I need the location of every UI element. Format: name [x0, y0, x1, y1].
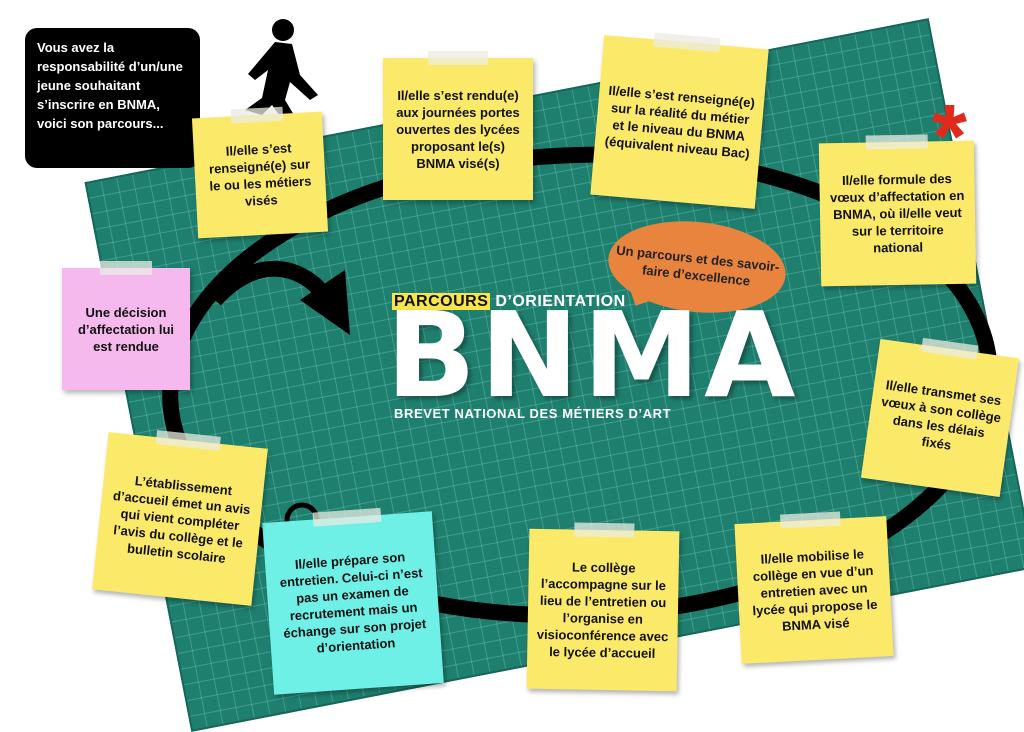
step-note-8: Il/elle prépare son entretien. Celui-ci … [262, 511, 444, 695]
step-note-7: Le collège l’accompagne sur le lieu de l… [526, 528, 680, 692]
asterisk-icon: * [932, 87, 968, 187]
step-note-9: L’établissement d’accueil émet un avis q… [92, 432, 268, 606]
subtitle: PARCOURS D’ORIENTATION [392, 293, 626, 311]
step-note-2: Il/elle s’est rendu(e) aux journées port… [383, 51, 533, 200]
intro-box: Vous avez la responsabilité d’un/une jeu… [25, 28, 200, 168]
step-note-5: Il/elle transmet ses vœux à son collège … [860, 338, 1020, 498]
step-note-6: Il/elle mobilise le collège en vue d’un … [734, 516, 894, 664]
subtitle-rest: D’ORIENTATION [490, 293, 626, 310]
step-note-10: Une décision d’affectation lui est rendu… [62, 261, 190, 390]
step-note-1: Il/elle s’est renseigné(e) sur le ou les… [191, 111, 329, 239]
page-title: BNMA [386, 286, 800, 424]
subtitle-highlight: PARCOURS [392, 293, 491, 310]
title-full-name: BREVET NATIONAL DES MÉTIERS D’ART [394, 406, 672, 421]
step-note-3: Il/elle s’est renseigné(e) sur la réalit… [590, 35, 769, 209]
